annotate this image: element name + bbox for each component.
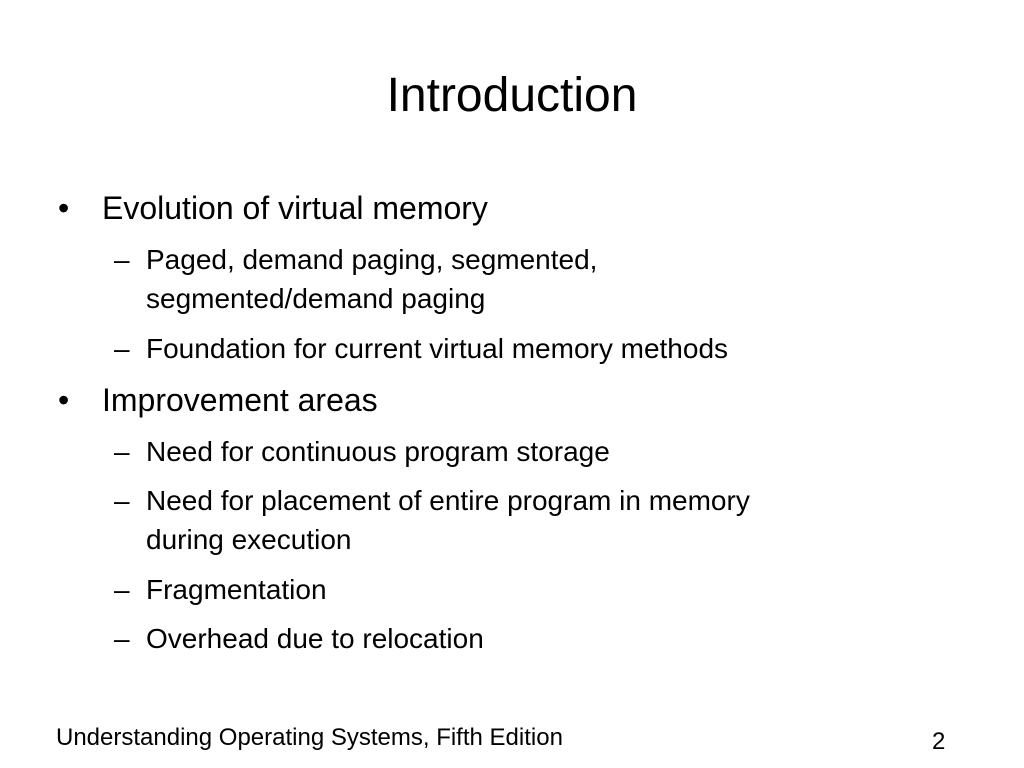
page-number: 2 <box>932 728 946 755</box>
footer-title: Understanding Operating Systems, Fifth E… <box>56 724 563 751</box>
sub-bullet-marker: – <box>114 623 130 654</box>
sub-bullet-line: Need for continuous program storage <box>146 436 610 467</box>
slide-title: Introduction <box>386 69 638 122</box>
sub-bullet-line: Paged, demand paging, segmented, <box>146 244 598 275</box>
bullet-marker: • <box>58 190 70 226</box>
sub-bullet-marker: – <box>114 244 130 275</box>
sub-bullet-line: Fragmentation <box>146 574 327 605</box>
bullet-item-evolution: Evolution of virtual memory <box>102 190 488 226</box>
sub-bullet-marker: – <box>114 333 130 364</box>
bullet-item-improvement: Improvement areas <box>102 382 378 418</box>
sub-bullet-marker: – <box>114 485 130 516</box>
sub-bullet-line: Overhead due to relocation <box>146 623 484 654</box>
sub-bullet-line: segmented/demand paging <box>146 283 486 314</box>
sub-bullet-line: Need for placement of entire program in … <box>146 485 750 516</box>
bullet-marker: • <box>58 382 70 418</box>
sub-bullet-line: during execution <box>146 524 352 555</box>
sub-bullet-marker: – <box>114 574 130 605</box>
sub-bullet-marker: – <box>114 436 130 467</box>
sub-bullet-line: Foundation for current virtual memory me… <box>146 333 729 364</box>
